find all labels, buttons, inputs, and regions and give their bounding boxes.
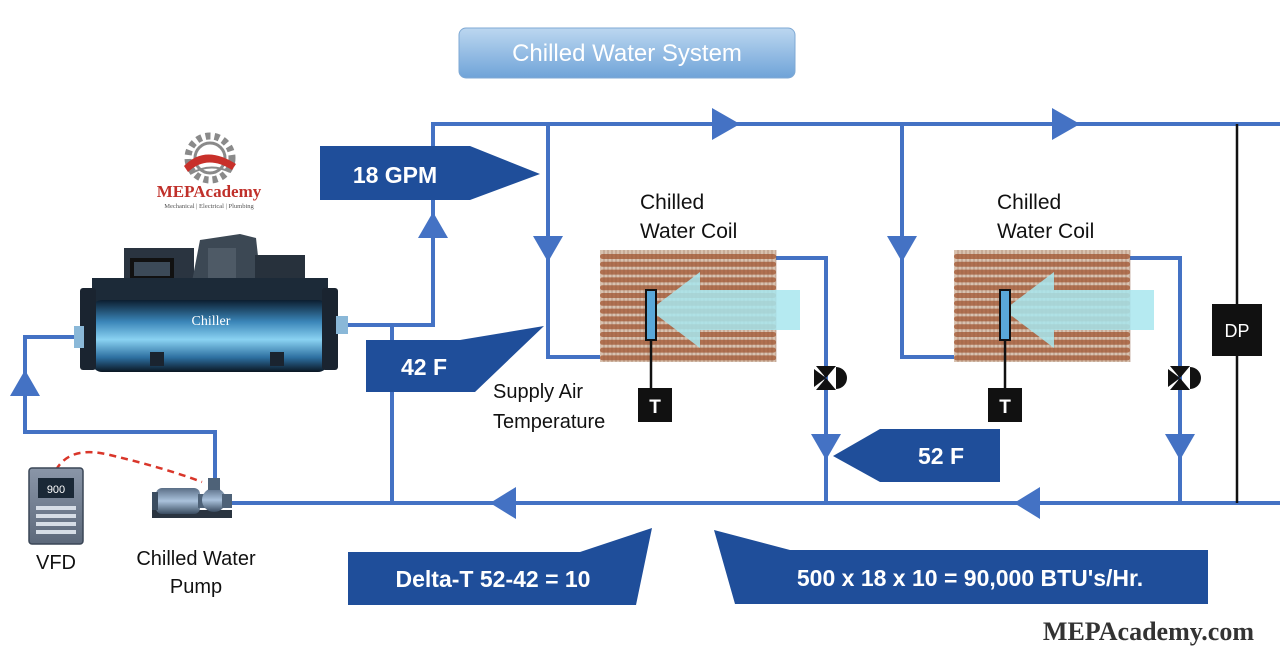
control-valve-2: [1168, 366, 1201, 390]
flow-arrow-icon: [10, 370, 40, 396]
sensor-caption-line2: Temperature: [493, 411, 605, 433]
flow-arrows: [10, 108, 1195, 519]
coil2-label-line2: Water Coil: [997, 220, 1094, 243]
coil-1: [600, 250, 800, 362]
coil1-sensor-label: T: [649, 397, 661, 418]
vfd-unit: 900: [28, 467, 84, 545]
dp-label: DP: [1224, 321, 1249, 341]
coil2-temp-sensor: T: [988, 289, 1022, 422]
chiller-label: Chiller: [192, 314, 231, 329]
mep-academy-logo: MEPAcademy Mechanical | Electrical | Plu…: [157, 132, 262, 210]
flow-arrow-icon: [1052, 108, 1080, 140]
delta-t-callout: Delta-T 52-42 = 10: [348, 528, 652, 605]
delta-t-text: Delta-T 52-42 = 10: [396, 566, 591, 592]
coil-layer: [600, 250, 1154, 362]
chilled-water-pump: [152, 478, 232, 518]
flow-arrow-icon: [712, 108, 740, 140]
flow-arrow-icon: [1165, 434, 1195, 460]
diagram-title: Chilled Water System: [512, 40, 742, 67]
chiller-unit: Chiller: [74, 234, 348, 372]
return-temp-callout: 52 F: [833, 429, 1000, 482]
supply-temp-callout: 42 F: [366, 326, 544, 392]
flow-arrow-icon: [533, 236, 563, 262]
pump-label-line1: Chilled Water: [136, 548, 256, 570]
control-valve-1: [814, 366, 847, 390]
flow-callout: 18 GPM: [320, 146, 540, 200]
coil-2: [954, 250, 1154, 362]
sensor-caption-line1: Supply Air: [493, 381, 583, 403]
coil2-label-line1: Chilled: [997, 191, 1061, 214]
coil2-sensor-label: T: [999, 397, 1011, 418]
air-flow-arrow-icon: [1004, 272, 1154, 348]
coil1-supply-pipe: [546, 124, 600, 359]
coil2-supply-pipe: [900, 124, 955, 359]
gear-icon: [184, 132, 236, 184]
vfd-control-wire: [54, 450, 203, 484]
coil1-label-line2: Water Coil: [640, 220, 737, 243]
title-banner: Chilled Water System: [458, 27, 796, 79]
coil2-return-pipe: [1128, 256, 1182, 503]
flow-arrow-icon: [418, 212, 448, 238]
vfd-label: VFD: [36, 552, 76, 574]
btu-text: 500 x 18 x 10 = 90,000 BTU's/Hr.: [797, 565, 1143, 591]
flow-arrow-icon: [490, 487, 516, 519]
coil1-return-pipe: [775, 256, 828, 503]
logo-tagline: Mechanical | Electrical | Plumbing: [164, 203, 254, 210]
btu-callout: 500 x 18 x 10 = 90,000 BTU's/Hr.: [714, 530, 1208, 604]
logo-brand: MEPAcademy: [157, 182, 262, 201]
pump-label-line2: Pump: [170, 576, 222, 598]
coil1-temp-sensor: T: [638, 289, 672, 422]
return-temp-text: 52 F: [918, 443, 964, 469]
dp-sensor: DP: [1212, 304, 1262, 356]
flow-arrow-icon: [887, 236, 917, 262]
coil1-label-line1: Chilled: [640, 191, 704, 214]
flow-arrow-icon: [1014, 487, 1040, 519]
flow-arrow-icon: [811, 434, 841, 460]
pump-to-chiller-pipe: [23, 335, 217, 490]
footer-url: MEPAcademy.com: [1043, 617, 1254, 646]
flow-callout-text: 18 GPM: [353, 162, 437, 188]
vfd-display-value: 900: [47, 484, 65, 496]
supply-temp-text: 42 F: [401, 354, 447, 380]
air-flow-arrow-icon: [650, 272, 800, 348]
